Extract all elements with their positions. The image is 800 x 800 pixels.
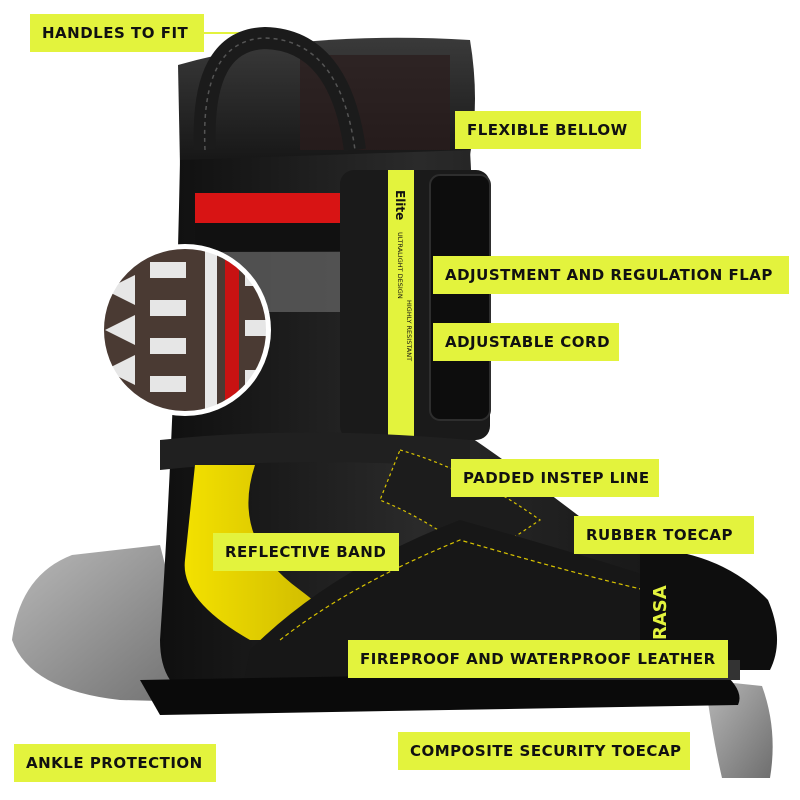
label-rubber-toecap: RUBBER TOECAP — [574, 516, 754, 554]
strap-line-2: HIGHLY RESISTANT — [405, 300, 413, 361]
flap-roll — [429, 174, 491, 421]
label-adjustable-cord: ADJUSTABLE CORD — [433, 323, 619, 361]
boot-sole — [140, 670, 740, 715]
label-ankle-protection: ANKLE PROTECTION — [14, 744, 216, 782]
label-fireproof-leather: FIREPROOF AND WATERPROOF LEATHER — [348, 640, 728, 678]
zoom-detail — [99, 244, 271, 416]
label-padded-instep: PADDED INSTEP LINE — [451, 459, 659, 497]
label-reflective-band: REFLECTIVE BAND — [213, 533, 399, 571]
label-composite-toecap: COMPOSITE SECURITY TOECAP — [398, 732, 690, 770]
flap-yellow-strip — [388, 170, 414, 440]
handle-stitch — [203, 37, 356, 151]
ankle-strap — [160, 432, 470, 470]
rubber-toecap-shape — [640, 548, 778, 670]
reflective-band-shape — [184, 465, 345, 640]
label-handles-to-fit: HANDLES TO FIT — [30, 14, 204, 52]
strap-brand-text: Elite — [393, 190, 407, 220]
toecap-mark: RASA — [650, 585, 671, 640]
ankle-protection-guard — [12, 545, 200, 702]
label-adjustment-flap: ADJUSTMENT AND REGULATION FLAP — [433, 256, 789, 294]
strap-line-1: ULTRALIGHT DESIGN — [396, 232, 404, 299]
foot-panel-stitch — [279, 539, 646, 641]
label-flexible-bellow: FLEXIBLE BELLOW — [455, 111, 641, 149]
